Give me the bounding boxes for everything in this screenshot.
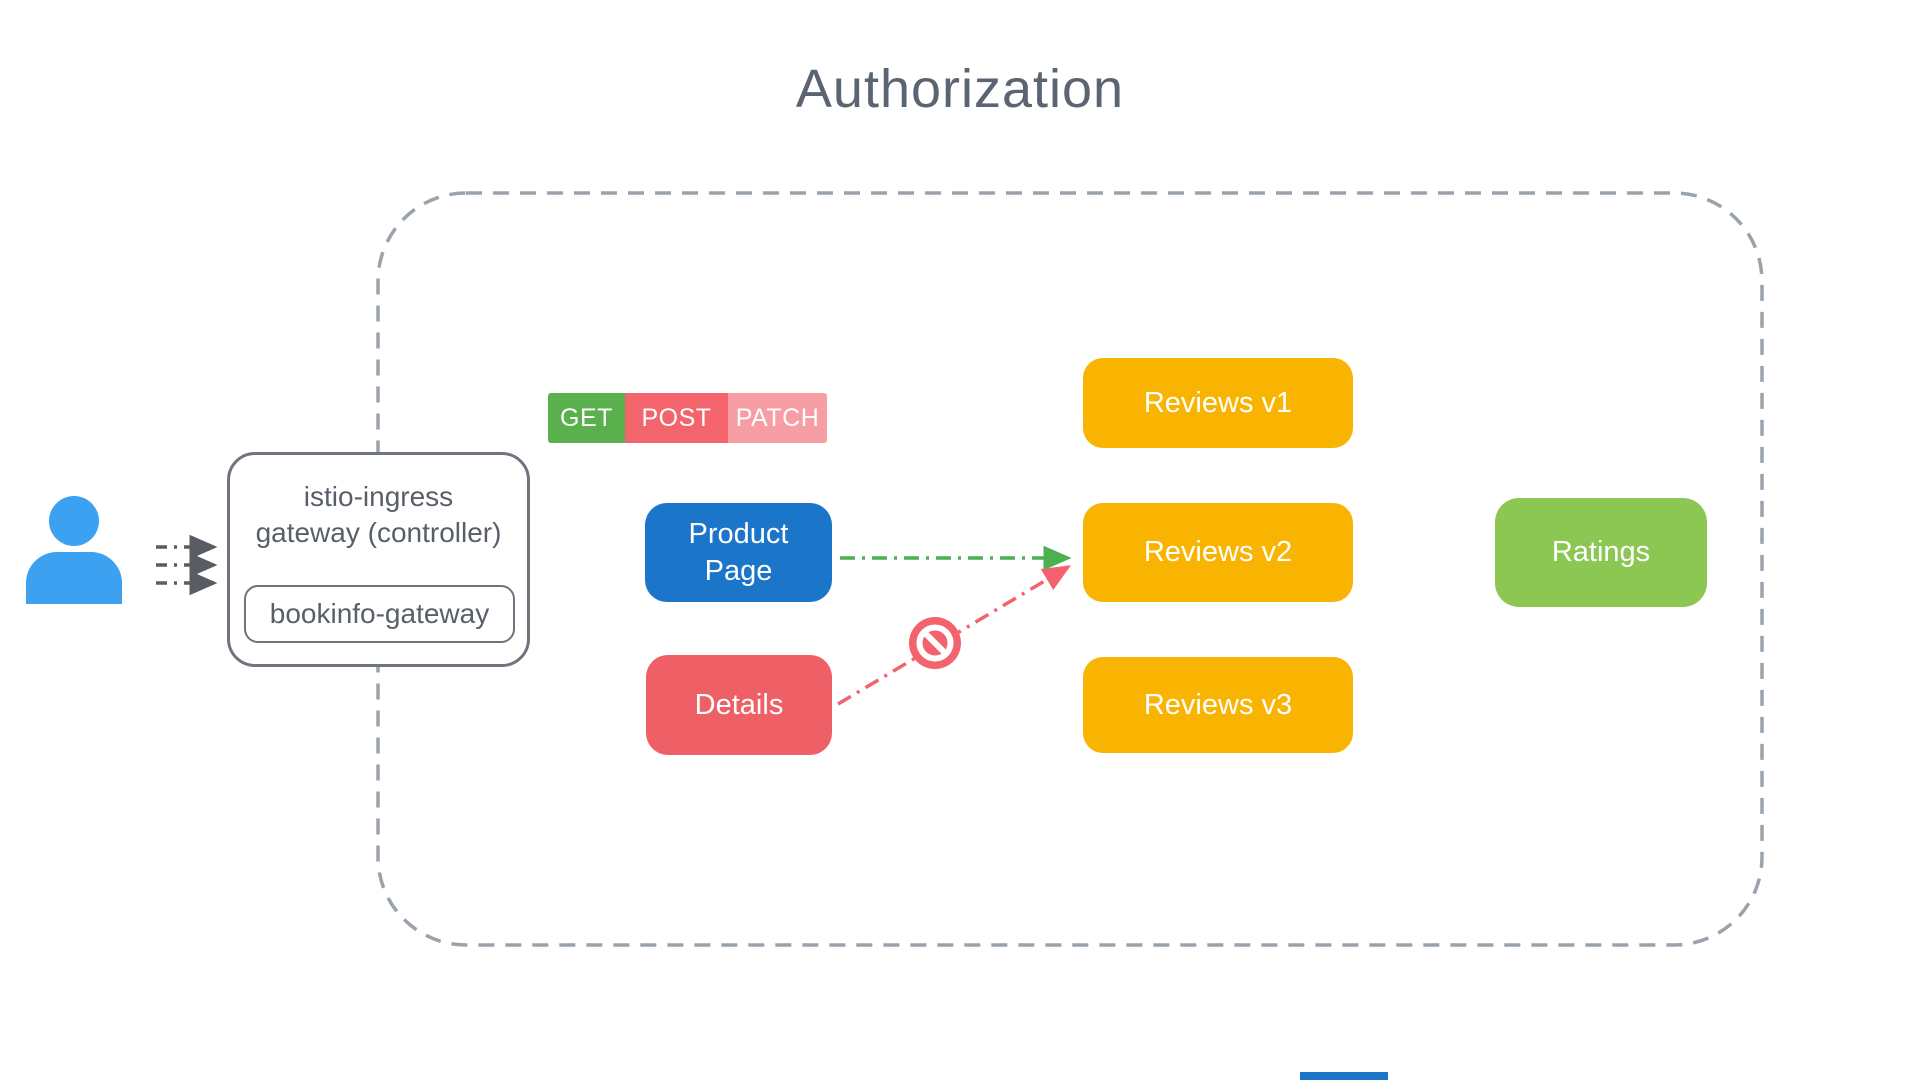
http-method-chips: GET POST PATCH (548, 393, 827, 443)
node-ratings: Ratings (1495, 498, 1707, 607)
diagram-title: Authorization (795, 59, 1125, 119)
node-istio-ingress-gateway: istio-ingress gateway (controller) booki… (227, 452, 530, 667)
bottom-edge-blue-fragment (1300, 1072, 1388, 1080)
method-chip-post: POST (625, 393, 728, 443)
gateway-label: istio-ingress gateway (controller) (255, 481, 502, 549)
mesh-boundary-dashed-border (376, 191, 1764, 947)
node-reviews-v1: Reviews v1 (1083, 358, 1353, 448)
method-chip-get: GET (548, 393, 625, 443)
node-reviews-v2: Reviews v2 (1083, 503, 1353, 602)
person-icon (26, 496, 122, 604)
node-details: Details (646, 655, 832, 755)
node-product-page: Product Page (645, 503, 832, 602)
node-bookinfo-gateway: bookinfo-gateway (244, 585, 515, 643)
method-chip-patch: PATCH (728, 393, 827, 443)
node-reviews-v3: Reviews v3 (1083, 657, 1353, 753)
prohibition-icon (909, 617, 961, 669)
user-request-arrows (156, 534, 218, 596)
